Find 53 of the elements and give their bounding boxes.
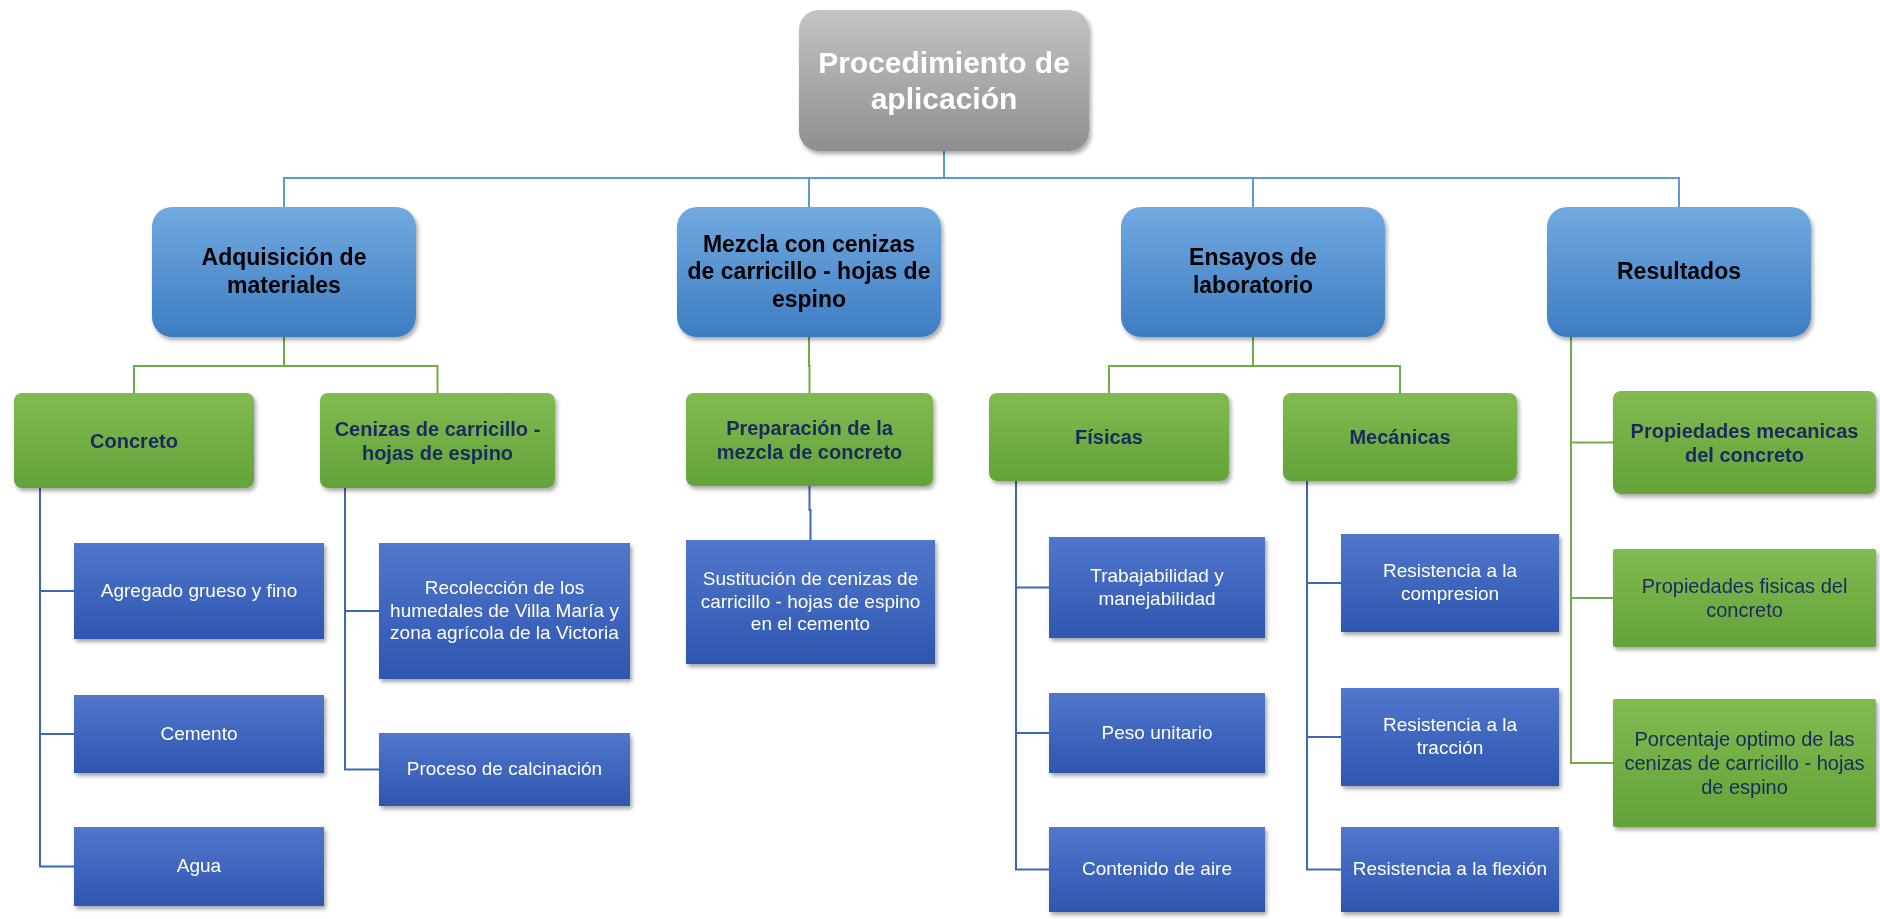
box-label: Trabajabilidad y manejabilidad [1089,564,1225,611]
box-label: Preparación de la mezcla de concreto [715,415,904,464]
box-label: Adquisición de materiales [200,244,368,300]
box-label: Sustitución de cenizas de carricillo - hojas de espino en el cemento [699,567,922,637]
step-box [1049,537,1265,638]
step-box [1341,534,1559,632]
step-box [74,827,324,906]
box-label: Mecánicas [1349,425,1451,449]
connector-line [808,336,811,394]
category-box [677,207,941,337]
box-label: Físicas [1075,425,1143,449]
box-label: Resistencia a la tracción [1381,714,1519,760]
step-box [379,733,630,806]
step-box [74,695,324,773]
connector-line [808,485,812,541]
category-box [152,207,416,337]
category-box [1613,699,1876,827]
box-label: Ensayos de laboratorio [1188,244,1318,300]
box-label: Propiedades mecanicas del concreto [1629,418,1860,467]
category-box [799,10,1089,151]
connector-line [344,487,380,771]
box-label: Resistencia a la compresion [1381,560,1519,606]
box-label: Porcentaje optimo de las cenizas de carricillo - hojas de espino [1623,727,1866,799]
box-label: Mezcla con cenizas de carricillo - hojas de espino [687,230,931,314]
step-box [1049,827,1265,912]
step-box [1341,827,1559,912]
box-label: Cemento [160,722,238,746]
category-box [1121,207,1385,337]
category-box [1283,393,1517,481]
box-label: Peso unitario [1101,721,1213,745]
box-label: Cenizas de carricillo - hojas de espino [333,416,542,465]
box-label: Propiedades fisicas del concreto [1640,574,1849,622]
step-box [1049,693,1265,773]
category-box [989,393,1229,481]
category-box [320,393,555,488]
category-box [686,393,933,486]
box-label: Resultados [1617,258,1741,286]
box-label: Contenido de aire [1082,858,1232,881]
category-box [1613,391,1876,494]
step-box [686,540,935,664]
box-label: Agua [176,855,222,878]
box-label: Concreto [90,428,178,453]
box-label: Proceso de calcinación [406,758,603,781]
category-box [1613,549,1876,647]
box-label: Agregado grueso y fino [100,579,298,603]
box-label: Procedimiento de aplicación [817,44,1071,117]
box-label: Resistencia a la flexión [1352,858,1548,881]
step-box [1341,688,1559,786]
step-box [74,543,324,639]
category-box [14,393,254,488]
category-box [1547,207,1811,337]
box-label: Recolección de los humedales de Villa María y zona agrícola de la Victoria [389,576,620,646]
step-box [379,543,630,679]
